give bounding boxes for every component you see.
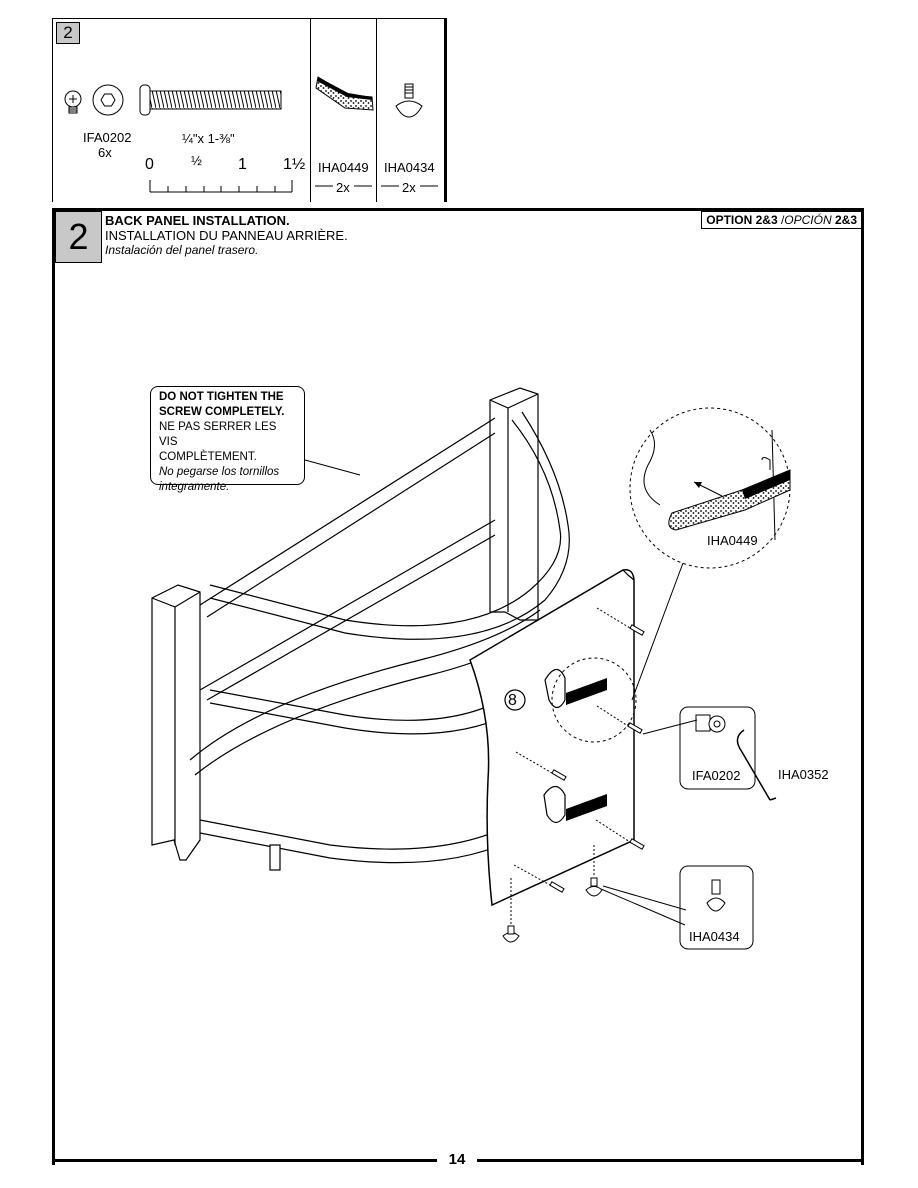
title-es: Instalación del panel trasero. — [105, 243, 259, 257]
strip-marks — [566, 678, 607, 821]
screw-detail — [642, 706, 777, 801]
hardware-box: 2 — [52, 18, 447, 202]
key-callout: IHA0352 — [778, 767, 829, 782]
warning-en-1: DO NOT TIGHTEN THE — [159, 391, 284, 403]
option-label: OPTION 2&3 — [706, 213, 778, 227]
glide-callout: IHA0434 — [689, 929, 740, 944]
title-en: BACK PANEL INSTALLATION. — [105, 213, 290, 228]
option-box: OPTION 2&3 /OPCIÓN 2&3 — [701, 211, 862, 229]
glide-qty: 2x — [402, 180, 416, 195]
warning-box: DO NOT TIGHTEN THE SCREW COMPLETELY. NE … — [150, 386, 305, 493]
panel-glides — [502, 877, 603, 943]
ruler — [149, 180, 293, 193]
ruler-tick-1-half: 1½ — [283, 156, 306, 173]
page-number: 14 — [437, 1151, 477, 1168]
warning-es-2: integramente. — [159, 481, 230, 493]
frame-drawing — [151, 387, 635, 907]
option-label-es-num: 2&3 — [834, 213, 857, 227]
step-titles: BACK PANEL INSTALLATION. INSTALLATION DU… — [105, 213, 348, 257]
screw-callout: IFA0202 — [692, 768, 741, 783]
title-fr: INSTALLATION DU PANNEAU ARRIÈRE. — [105, 228, 348, 243]
glide-detail — [600, 865, 754, 950]
screw-head-icon — [64, 90, 82, 114]
step-frame: 2 BACK PANEL INSTALLATION. INSTALLATION … — [52, 208, 864, 1165]
warning-fr-2: COMPLÈTEMENT. — [159, 451, 257, 463]
glide-icon — [395, 83, 423, 118]
screw-qty: 6x — [98, 145, 112, 160]
hex-socket-icon — [92, 84, 124, 116]
detail-circle — [551, 657, 637, 743]
strip-qty: 2x — [336, 180, 350, 195]
warning-fr-1: NE PAS SERRER LES VIS — [159, 421, 277, 448]
strip-callout: IHA0449 — [707, 533, 758, 548]
option-label-es: OPCIÓN — [784, 213, 832, 227]
warning-es-1: No pegarse los tornillos — [159, 466, 280, 478]
ruler-tick-half: ½ — [191, 153, 202, 168]
foam-strip-icon — [315, 76, 374, 111]
panel-screws — [549, 624, 645, 893]
screw-code: IFA0202 — [83, 130, 132, 145]
panel-number: 8 — [508, 692, 517, 709]
warning-pointer — [304, 459, 361, 476]
glide-code: IHA0434 — [384, 160, 435, 175]
ruler-tick-0: 0 — [145, 156, 154, 173]
divider — [376, 19, 377, 202]
screw-size: ¼"x 1-⅜" — [182, 131, 235, 146]
strip-code: IHA0449 — [318, 160, 369, 175]
hardware-step-number: 2 — [56, 22, 80, 44]
warning-en-2: SCREW COMPLETELY. — [159, 406, 285, 418]
step-number: 2 — [55, 211, 102, 263]
bolt-icon — [139, 84, 282, 116]
strip-detail — [629, 407, 791, 569]
divider — [310, 19, 311, 202]
ruler-tick-1: 1 — [238, 156, 247, 173]
